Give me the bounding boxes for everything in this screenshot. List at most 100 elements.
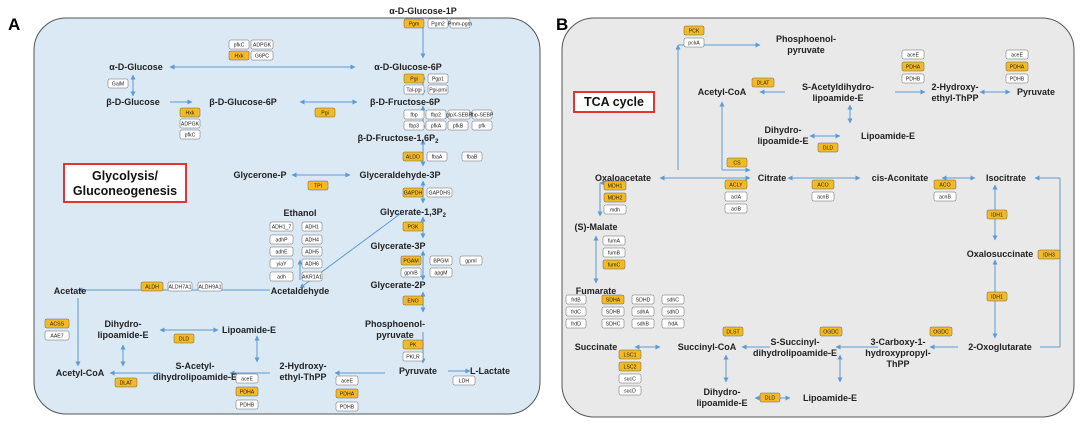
panel-b-enzymes: PCKpckADLATaceEPDHAPDHBaceEPDHAPDHBDLDCS… [565, 25, 1061, 403]
enzyme-box-b-OGDC_1 [819, 326, 843, 337]
enzyme-box-a-ADH4 [301, 234, 323, 245]
metabolite-pyruvate: Pyruvate [399, 366, 437, 376]
enzyme-box-a-ALDO [402, 151, 424, 162]
enzyme-box-a-PDHB_1 [235, 399, 259, 410]
enzyme-label-a-DLAT: DLAT [120, 380, 134, 386]
panel-b-title-box [573, 91, 655, 113]
enzyme-label-a-PDHA_2: PDHA [340, 391, 355, 397]
metabolite-b-acetyl-coa: Acetyl-CoA [698, 87, 747, 97]
enzyme-box-a-PKLR [402, 351, 424, 362]
metabolite-b-glucose-6p: β-D-Glucose-6P [209, 97, 277, 107]
metabolite-b-dihydro2-line1: Dihydro- [704, 387, 741, 397]
enzyme-box-b-frdA [661, 318, 685, 329]
enzyme-box-b-mdh [603, 204, 627, 215]
enzyme-box-b-pckA [683, 37, 705, 48]
enzyme-box-a-fbaB [461, 151, 483, 162]
enzyme-box-a-ACSS [44, 318, 70, 329]
enzyme-box-a-adhP [269, 234, 294, 245]
enzyme-box-b-acnB_2 [933, 191, 957, 202]
enzyme-label-b-sdhA: sdhA [637, 309, 649, 315]
enzyme-label-b-sdhD: sdhD [667, 309, 679, 315]
enzyme-box-a-ALDH7A1 [167, 281, 193, 292]
enzyme-box-a-glpX_SEBP [447, 109, 471, 120]
enzyme-label-a-aceE_1: aceE [241, 376, 253, 382]
enzyme-box-a-yiaY [269, 258, 294, 269]
enzyme-box-a-DLAT [114, 377, 138, 388]
enzyme-label-a-ENO: ENO [407, 298, 418, 304]
metabolite-b-dihydro2-line2: lipoamide-E [696, 398, 747, 408]
enzyme-label-a-ADPGK_mid: ADPGK [181, 121, 200, 127]
enzyme-label-b-frdA: frdA [668, 321, 678, 327]
enzyme-label-b-aclB: aclB [731, 206, 742, 212]
enzyme-label-b-OGDC_2: OGDC [933, 329, 949, 335]
enzyme-box-a-Pmm_pgm [449, 18, 471, 29]
enzyme-label-a-ADH1_7: ADH1_7 [272, 224, 292, 230]
enzyme-box-a-PDHA_1 [235, 386, 259, 397]
enzyme-label-a-Tal_pgi: Tal-pgi [406, 87, 421, 93]
enzyme-label-b-SDHC: SDHC [606, 321, 621, 327]
panel-b-letter: B [556, 15, 568, 34]
enzyme-box-a-adh [269, 271, 294, 282]
enzyme-box-a-Pgi_pmi [427, 84, 449, 95]
metabolite-isocitrate: Isocitrate [986, 173, 1026, 183]
enzyme-box-b-PDHB [901, 73, 925, 84]
enzyme-label-a-TPI: TPI [314, 183, 322, 189]
enzyme-label-a-pfkB: pfkB [453, 123, 464, 129]
enzyme-box-b-SDHA [601, 294, 625, 305]
enzyme-box-a-ALDH9A1 [197, 281, 223, 292]
enzyme-label-b-SDHD: SDHD [636, 297, 651, 303]
enzyme-label-a-Pgi_mid: Pgi [321, 110, 329, 116]
enzyme-label-a-AKR1A1: AKR1A1 [302, 274, 322, 280]
enzyme-label-b-PDHA: PDHA [906, 64, 921, 70]
enzyme-label-a-Pmm_pgm: Pmm-pgm [448, 21, 472, 27]
enzyme-label-a-apgM: apgM [435, 270, 448, 276]
enzyme-box-b-acnB_1 [811, 191, 835, 202]
enzyme-box-a-PGAM [400, 255, 422, 266]
enzyme-box-a-adhE [269, 246, 294, 257]
enzyme-box-b-sdhA [631, 306, 655, 317]
metabolite-oxoglutarate: 2-Oxoglutarate [968, 342, 1032, 352]
enzyme-label-b-sucD: sucD [624, 388, 636, 394]
metabolite-glycerate-2p: Glycerate-2P [370, 280, 425, 290]
enzyme-box-b-ACLY [724, 179, 748, 190]
enzyme-label-a-pfkC_mid: pfkC [185, 132, 196, 138]
enzyme-label-b-SDHB: SDHB [606, 309, 621, 315]
enzyme-box-b-fumB [602, 247, 626, 258]
enzyme-box-b-ACO_1 [811, 179, 835, 190]
enzyme-label-b-mdh: mdh [610, 207, 620, 213]
enzyme-box-a-ADH6 [301, 258, 323, 269]
metabolite-b-s-acetyl-line2: lipoamide-E [812, 93, 863, 103]
enzyme-box-a-GAPDH [402, 187, 424, 198]
metabolite-b-dihydro-line2: lipoamide-E [757, 136, 808, 146]
enzyme-label-a-PKLR: PKLR [406, 354, 420, 360]
metabolite-b-s-acetyl-line1: S-Acetyldihydro- [802, 82, 874, 92]
enzyme-box-b-fumA [602, 235, 626, 246]
metabolite-b-pyruvate: Pyruvate [1017, 87, 1055, 97]
enzyme-label-b-aclA: aclA [731, 194, 742, 200]
metabolite-glucose-6p: α-D-Glucose-6P [374, 62, 442, 72]
enzyme-box-b-DLD_bot [759, 392, 781, 403]
enzyme-box-b-frdC [565, 306, 587, 317]
enzyme-box-a-PDHB_2 [335, 401, 359, 412]
metabolite-b-lipoamide2: Lipoamide-E [803, 393, 857, 403]
panel-a-metabolites: α-D-Glucose-1P α-D-Glucose α-D-Glucose-6… [54, 6, 510, 382]
enzyme-box-a-fbp_SEBP [471, 109, 493, 120]
enzyme-label-b-ACO_1: ACO [817, 182, 828, 188]
enzyme-label-a-BPGM: BPGM [433, 258, 448, 264]
enzyme-label-a-Pgm: Pgm [409, 21, 420, 27]
metabolite-glycerate-3p: Glycerate-3P [370, 241, 425, 251]
metabolite-a-glucose: α-D-Glucose [109, 62, 163, 72]
enzyme-box-a-gpml [459, 255, 483, 266]
enzyme-box-a-AKR1A1 [301, 271, 323, 282]
metabolite-s-acetyl-line2: dihydrolipoamide-E [153, 372, 237, 382]
metabolite-citrate: Citrate [758, 173, 787, 183]
metabolite-succinyl-coa: Succinyl-CoA [678, 342, 737, 352]
enzyme-box-b-LSC1 [618, 349, 642, 360]
enzyme-label-b-aceE: aceE [907, 52, 919, 58]
enzyme-box-a-DLD [173, 333, 195, 344]
metabolite-b-hydroxy-line1: 2-Hydroxy- [931, 82, 978, 92]
metabolite-hydroxy-ethyl-line2: ethyl-ThPP [279, 372, 326, 382]
enzyme-box-a-pfk [471, 120, 493, 131]
enzyme-box-a-TPI [307, 180, 329, 191]
enzyme-box-a-Pgm2 [427, 18, 449, 29]
